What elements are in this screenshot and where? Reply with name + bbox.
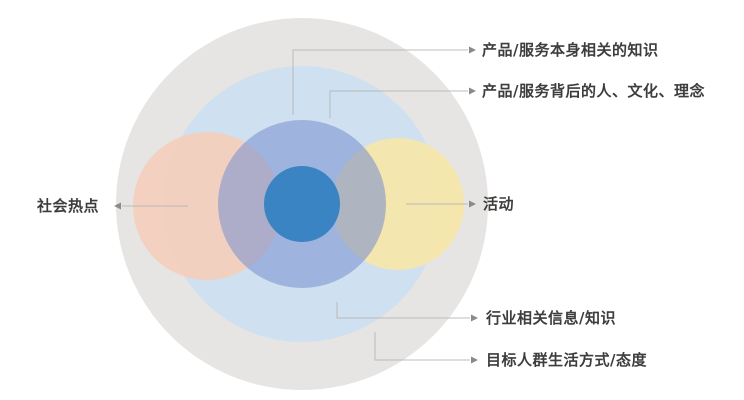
arrow-right-icon <box>469 46 476 54</box>
label-industry-info: 行业相关信息/知识 <box>486 309 616 327</box>
label-social-hot-topics: 社会热点 <box>37 197 100 215</box>
label-product-knowledge: 产品/服务本身相关的知识 <box>482 41 659 59</box>
arrow-right-icon <box>471 356 478 364</box>
arrow-right-icon <box>469 87 476 95</box>
label-activities: 活动 <box>483 195 515 213</box>
label-people-culture-philosophy: 产品/服务背后的人、文化、理念 <box>482 82 705 100</box>
label-target-lifestyle: 目标人群生活方式/态度 <box>486 351 647 369</box>
arrow-right-icon <box>471 314 478 322</box>
core-circle <box>264 166 340 242</box>
